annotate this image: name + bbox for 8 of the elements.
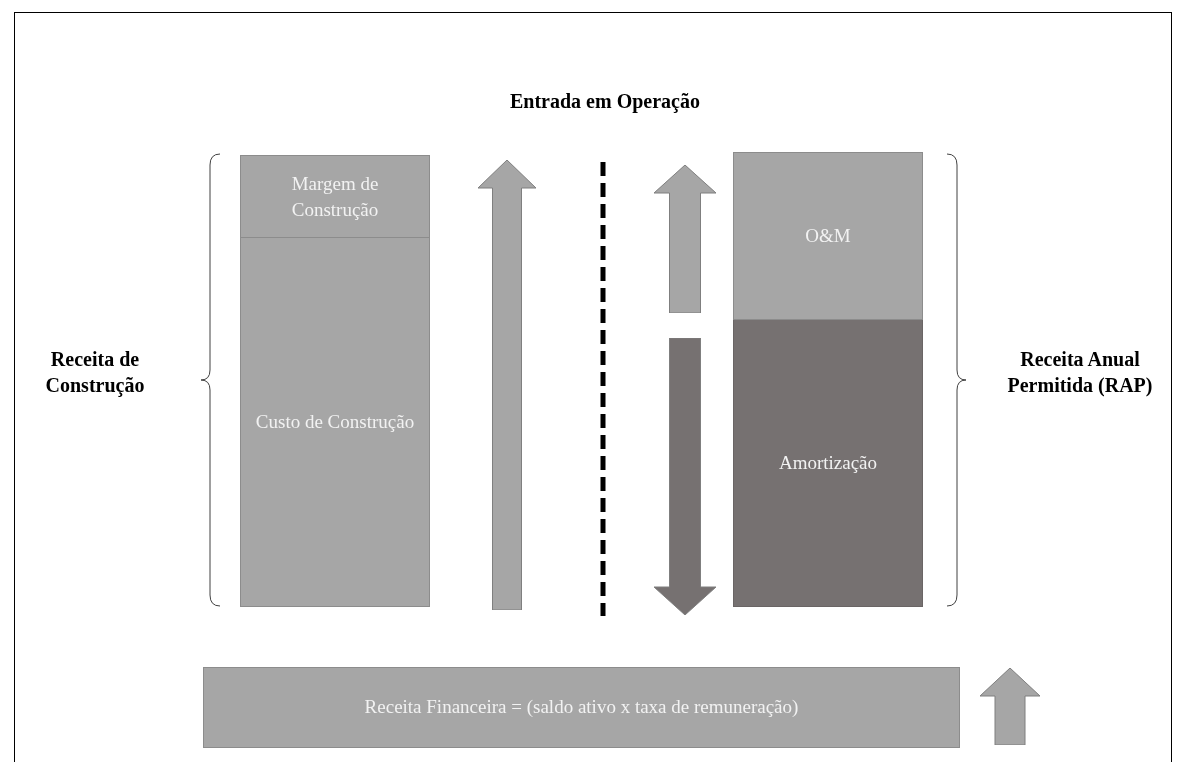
bar-segment: Custo de Construção: [240, 238, 430, 607]
formula-box: Receita Financeira = (saldo ativo x taxa de remuneração): [203, 667, 960, 748]
brace-label: Receita de Construção: [44, 347, 146, 398]
bar-segment: Margem de Construção: [240, 155, 430, 238]
bar-segment: O&M: [733, 152, 923, 320]
milestone-label: Entrada em Operação: [509, 89, 701, 114]
bar-segment: Amortização: [733, 320, 923, 607]
brace-label: Receita Anual Permitida (RAP): [1006, 347, 1154, 398]
